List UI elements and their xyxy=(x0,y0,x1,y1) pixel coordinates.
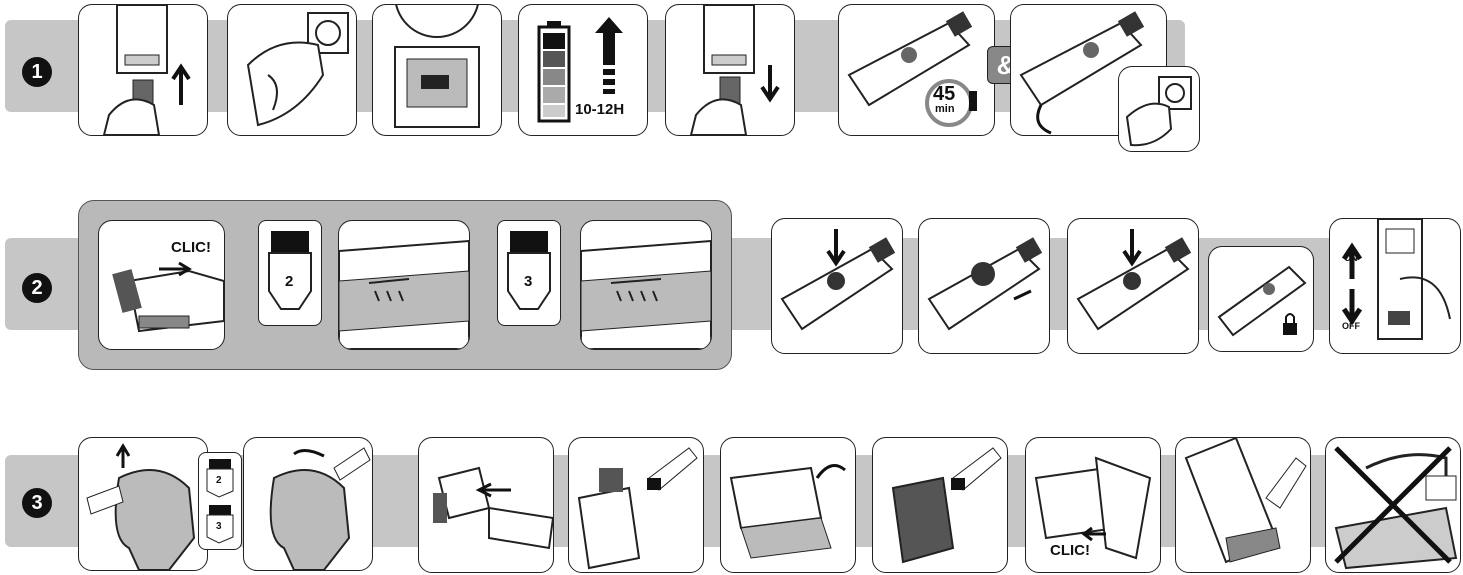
illustration-clean-comb xyxy=(872,437,1008,573)
comb-guide-pair-b: 3 xyxy=(216,521,222,532)
illustration-remove-head xyxy=(418,437,554,573)
illustration-cut-back xyxy=(78,437,208,571)
illustration-quick-charge: 45 min xyxy=(838,4,995,136)
switch-on-label: ON xyxy=(1344,253,1358,263)
illustration-no-water xyxy=(1325,437,1461,573)
comb-guide-3-number: 3 xyxy=(524,273,532,290)
illustration-length-setting-3 xyxy=(580,220,712,350)
clic-label-attach: CLIC! xyxy=(171,239,211,256)
comb-guide-3: 3 xyxy=(497,220,561,326)
comb-guide-pair: 2 3 xyxy=(198,452,242,550)
illustration-cut-top xyxy=(243,437,373,571)
illustration-attach-comb: CLIC! xyxy=(98,220,225,350)
illustration-open-head xyxy=(720,437,856,573)
illustration-rotate-head xyxy=(918,218,1050,354)
illustration-wall-plug xyxy=(227,4,357,136)
illustration-insert-cable xyxy=(665,4,795,136)
timer-unit: min xyxy=(935,103,955,115)
illustration-press-release xyxy=(771,218,903,354)
illustration-locked xyxy=(1208,246,1314,352)
illustration-wall-socket xyxy=(1118,66,1200,152)
comb-guide-pair-a: 2 xyxy=(216,475,222,486)
illustration-remove-cable xyxy=(78,4,208,136)
switch-off-label: OFF xyxy=(1342,321,1360,331)
illustration-power-switch: ON OFF xyxy=(1329,218,1461,354)
charge-time-label: 10-12H xyxy=(575,101,624,118)
comb-guide-2-number: 2 xyxy=(285,273,293,290)
illustration-oil-blades xyxy=(1175,437,1311,573)
step-3-number: 3 xyxy=(22,488,52,518)
step-2-number: 2 xyxy=(22,273,52,303)
clic-label-reattach: CLIC! xyxy=(1050,542,1090,559)
comb-guide-2: 2 xyxy=(258,220,322,326)
illustration-charging-time: 10-12H xyxy=(518,4,648,136)
illustration-reattach-head: CLIC! xyxy=(1025,437,1161,573)
illustration-battery-indicator xyxy=(372,4,502,136)
illustration-length-setting-2 xyxy=(338,220,470,350)
illustration-brush-blades xyxy=(568,437,704,573)
illustration-press-lock xyxy=(1067,218,1199,354)
step-1-number: 1 xyxy=(22,57,52,87)
